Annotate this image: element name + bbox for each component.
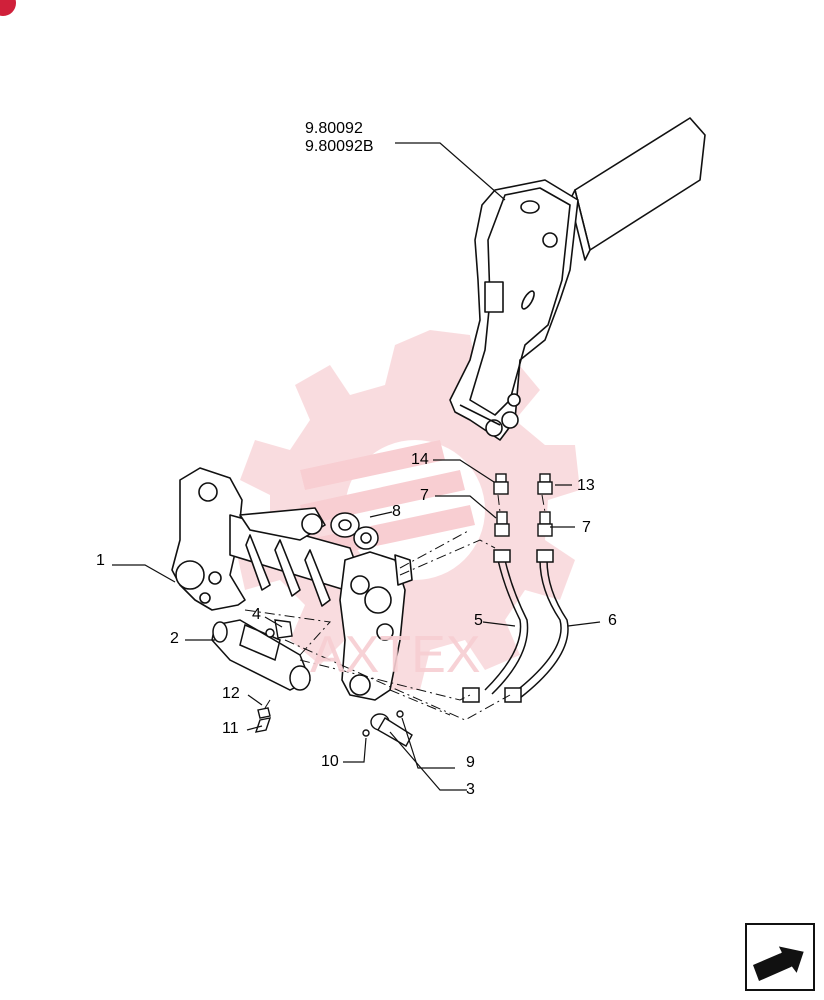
leader-lines (112, 142, 601, 791)
loader-arm (449, 117, 706, 441)
callout-5: 5 (474, 612, 483, 629)
hydraulic-pipes (462, 549, 569, 703)
corner-badge (0, 0, 16, 16)
callout-10: 10 (321, 753, 339, 770)
callout-8: 8 (392, 503, 401, 520)
washers (330, 512, 379, 550)
fitting-4 (274, 619, 293, 639)
callout-12: 12 (222, 685, 240, 702)
callout-9: 9 (466, 754, 475, 771)
reference-label-2: 9.80092B (305, 138, 374, 155)
callout-13: 13 (577, 477, 595, 494)
callout-14: 14 (411, 451, 429, 468)
callout-6: 6 (608, 612, 617, 629)
arrow-next-page-icon (753, 943, 807, 981)
pin-and-small-parts (254, 707, 413, 747)
watermark-text: AXTEX (310, 626, 481, 684)
callout-1: 1 (96, 552, 105, 569)
bracket-assembly (171, 467, 413, 701)
valve (211, 619, 311, 691)
callout-7-right: 7 (582, 519, 591, 536)
callout-4: 4 (252, 606, 261, 623)
callout-11: 11 (222, 720, 239, 737)
next-page-button[interactable] (745, 923, 815, 991)
callout-7-left: 7 (420, 487, 429, 504)
callout-2: 2 (170, 630, 179, 647)
assembly-dashed-lines (244, 494, 546, 721)
callout-3: 3 (466, 781, 475, 798)
fittings (493, 473, 553, 537)
reference-label-1: 9.80092 (305, 120, 363, 137)
